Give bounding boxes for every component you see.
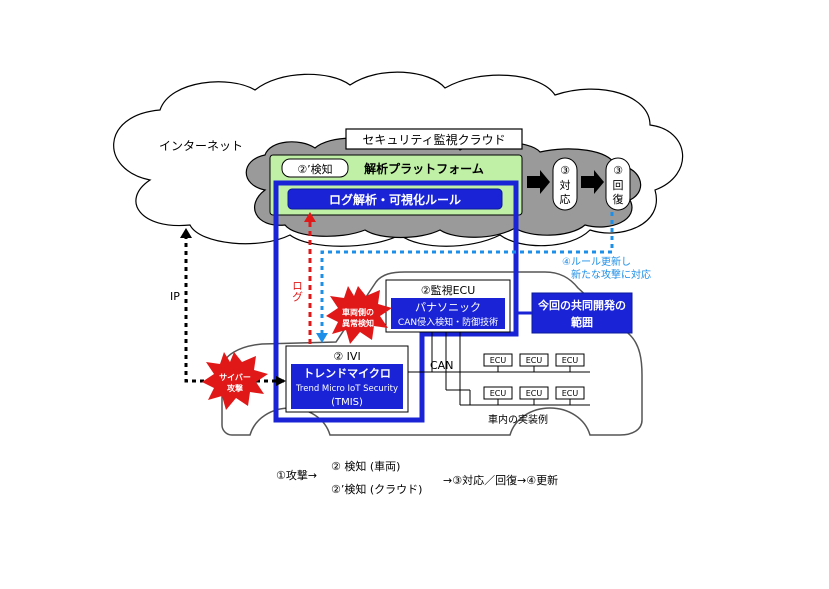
ecu-node bbox=[519, 386, 549, 400]
vehicle-anomaly-burst bbox=[326, 286, 392, 344]
ip-arrow-head-right bbox=[276, 376, 286, 386]
ivi-product: Trend Micro IoT Security bbox=[295, 384, 398, 394]
platform-label: 解析プラットフォーム bbox=[364, 161, 484, 176]
rule-update-arrow bbox=[320, 212, 614, 335]
ecu-vendor: パナソニック bbox=[415, 301, 481, 314]
log-rule-box bbox=[287, 188, 503, 210]
ecu-node-label: ECU bbox=[526, 389, 543, 398]
ecu-node bbox=[483, 353, 513, 367]
log-arrow-head bbox=[304, 212, 316, 222]
step-response-box bbox=[552, 157, 578, 211]
flow-attack: ①攻撃→ bbox=[276, 468, 317, 482]
step-recovery-num: ③ bbox=[613, 164, 623, 177]
arrow-response-to-recovery bbox=[581, 170, 604, 194]
step-recovery-box bbox=[605, 157, 631, 211]
ecu-node-label: ECU bbox=[562, 356, 579, 365]
ecu-vendor-panel bbox=[391, 298, 505, 329]
step-recovery-char-1: 回 bbox=[613, 179, 624, 192]
flow-detect-cloud: ②’検知 (クラウド) bbox=[331, 482, 422, 496]
vehicle-anomaly-line-1: 車両側の bbox=[342, 307, 374, 317]
ivi-title: ② IVI bbox=[333, 350, 360, 363]
ecu-node-label: ECU bbox=[490, 356, 507, 365]
ivi-abbr: (TMIS) bbox=[331, 397, 363, 408]
cyber-attack-burst bbox=[202, 352, 268, 410]
step-response-num: ③ bbox=[560, 164, 570, 177]
ecu-node-label: ECU bbox=[562, 389, 579, 398]
cyber-attack-line-2: 攻撃 bbox=[227, 383, 243, 393]
detect-cloud-label: ②’検知 bbox=[297, 162, 332, 176]
security-cloud-title-box bbox=[345, 128, 523, 150]
scope-label-line-1: 今回の共同開発の bbox=[537, 298, 626, 312]
step-recovery-char-2: 復 bbox=[613, 193, 624, 206]
ecu-node-label: ECU bbox=[526, 356, 543, 365]
scope-label-box bbox=[531, 292, 633, 334]
log-rule-label: ログ解析・可視化ルール bbox=[329, 192, 461, 207]
ip-label: IP bbox=[170, 290, 180, 303]
ecu-tech: CAN侵入検知・防御技術 bbox=[398, 316, 498, 328]
step-response-char-1: 対 bbox=[560, 178, 571, 192]
ecu-node bbox=[483, 386, 513, 400]
ecu-node bbox=[555, 353, 585, 367]
cyber-attack-line-1: サイバー bbox=[219, 373, 251, 382]
step-response-char-2: 応 bbox=[560, 192, 571, 206]
rule-update-arrow-head bbox=[316, 333, 328, 343]
internet-label: インターネット bbox=[159, 139, 243, 153]
flow-detect-vehicle: ② 検知 (車両) bbox=[331, 459, 400, 473]
log-label: ログ bbox=[291, 280, 304, 302]
ivi-vendor-panel bbox=[291, 364, 403, 409]
rule-update-line-1: ④ルール更新し bbox=[562, 255, 631, 268]
ivi-vendor: トレンドマイクロ bbox=[303, 367, 391, 380]
ecu-node-group: ECU ECU ECU ECU ECU ECU bbox=[483, 353, 585, 400]
joint-development-scope-frame bbox=[273, 180, 519, 423]
monitoring-ecu-title: ②監視ECU bbox=[421, 283, 476, 297]
ecu-node-label: ECU bbox=[490, 389, 507, 398]
vehicle-anomaly-line-2: 異常検知 bbox=[342, 318, 374, 328]
security-cloud-title: セキュリティ監視クラウド bbox=[362, 132, 505, 147]
ip-arrow-head-up bbox=[180, 228, 192, 238]
detect-cloud-badge bbox=[281, 158, 349, 178]
arrow-platform-to-response bbox=[527, 170, 550, 194]
ecu-node bbox=[519, 353, 549, 367]
scope-label-line-2: 範囲 bbox=[571, 315, 593, 329]
flow-rest: →③対応／回復→④更新 bbox=[443, 473, 558, 487]
in-vehicle-caption: 車内の実装例 bbox=[488, 413, 548, 426]
rule-update-line-2: 新たな攻撃に対応 bbox=[571, 268, 651, 281]
can-label: CAN bbox=[430, 359, 453, 372]
ecu-node bbox=[555, 386, 585, 400]
